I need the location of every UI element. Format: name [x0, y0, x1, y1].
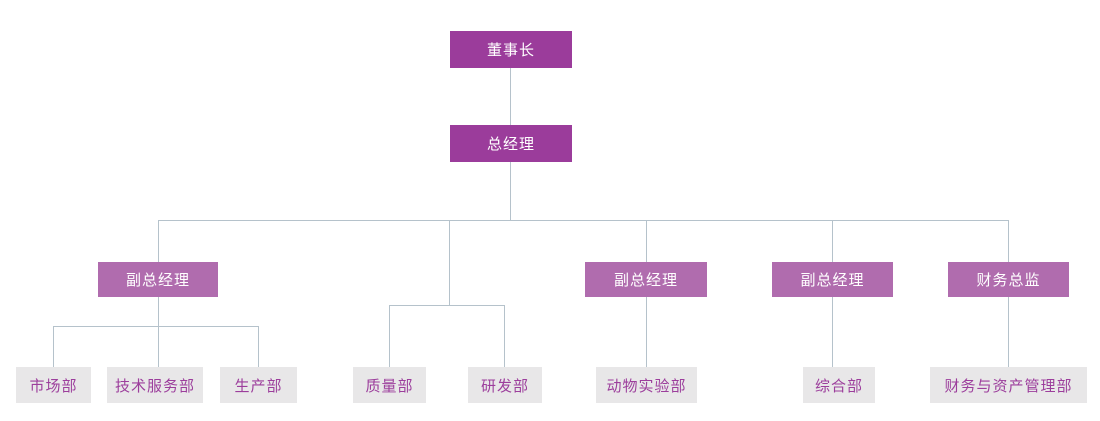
node-deputy-gm-1: 副总经理 [98, 262, 218, 297]
connector-line [158, 220, 159, 262]
connector-line [510, 68, 511, 125]
node-label: 副总经理 [125, 271, 190, 289]
connector-line [258, 326, 259, 367]
node-dept-rnd: 研发部 [468, 367, 542, 403]
node-deputy-gm-2: 副总经理 [585, 262, 707, 297]
node-label: 研发部 [480, 376, 529, 395]
connector-line [389, 305, 390, 367]
connector-line [53, 326, 54, 367]
connector-line [1008, 297, 1009, 367]
node-finance-director: 财务总监 [948, 262, 1069, 297]
connector-line [158, 297, 159, 367]
node-label: 副总经理 [800, 271, 865, 289]
node-dept-quality: 质量部 [353, 367, 426, 403]
connector-line [832, 297, 833, 367]
node-deputy-gm-3: 副总经理 [772, 262, 893, 297]
node-dept-tech-service: 技术服务部 [107, 367, 203, 403]
node-dept-production: 生产部 [220, 367, 297, 403]
node-label: 技术服务部 [114, 376, 195, 395]
node-dept-animal-lab: 动物实验部 [596, 367, 697, 403]
node-label: 董事长 [486, 41, 535, 59]
connector-line [832, 220, 833, 262]
node-label: 副总经理 [613, 271, 678, 289]
node-label: 质量部 [365, 376, 414, 395]
node-chairman: 董事长 [450, 31, 572, 68]
connector-line [389, 305, 504, 306]
connector-line [510, 162, 511, 220]
connector-line [1008, 220, 1009, 262]
node-dept-finance-asset: 财务与资产管理部 [930, 367, 1087, 403]
node-dept-general-affairs: 综合部 [803, 367, 875, 403]
node-label: 市场部 [29, 376, 78, 395]
node-label: 动物实验部 [606, 376, 687, 395]
connector-line [646, 297, 647, 367]
node-label: 总经理 [486, 135, 535, 153]
node-dept-marketing: 市场部 [16, 367, 91, 403]
node-label: 财务与资产管理部 [944, 376, 1073, 395]
node-label: 生产部 [234, 376, 283, 395]
node-label: 财务总监 [976, 271, 1041, 289]
connector-line [504, 305, 505, 367]
node-general-manager: 总经理 [450, 125, 572, 162]
connector-line [53, 326, 258, 327]
connector-line [158, 220, 1009, 221]
node-label: 综合部 [814, 376, 863, 395]
connector-line [449, 220, 450, 305]
connector-line [646, 220, 647, 262]
